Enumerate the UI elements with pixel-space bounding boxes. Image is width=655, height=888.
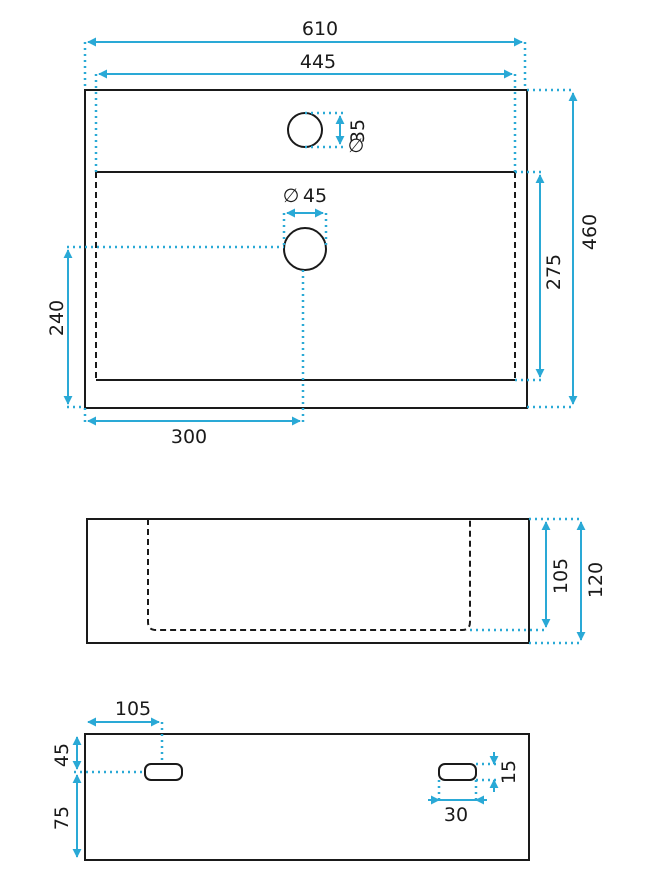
dim-overall-height: 120 xyxy=(529,521,607,645)
mounting-slot-left xyxy=(144,763,183,781)
tap-hole xyxy=(287,112,323,148)
tap-hole-diameter-label: 35 xyxy=(347,119,369,143)
front-view: 105 120 xyxy=(86,517,607,645)
overall-width-label: 610 xyxy=(302,18,338,40)
slot-from-side-label: 105 xyxy=(115,698,151,720)
dim-slot-from-side: 105 xyxy=(87,698,164,764)
tap-hole-diameter-symbol: ∅ xyxy=(348,135,365,157)
slot-width-label: 30 xyxy=(444,804,468,826)
drain-hole xyxy=(283,227,327,271)
slot-from-front-label: 75 xyxy=(51,806,73,830)
basin-profile-hidden xyxy=(147,519,471,631)
dim-slot-from-back: 45 xyxy=(51,736,145,774)
bottom-view-outline xyxy=(84,733,530,861)
overall-depth-label: 460 xyxy=(579,214,601,250)
slot-from-back-label: 45 xyxy=(51,743,73,767)
overall-height-label: 120 xyxy=(585,562,607,598)
basin-width-label: 445 xyxy=(300,51,336,73)
dim-slot-width: 30 xyxy=(428,780,487,826)
dim-overall-width: 610 xyxy=(83,18,527,90)
top-view: 610 445 ∅ 35 ∅ 45 xyxy=(46,18,601,448)
dim-drain-from-front: 240 xyxy=(46,245,284,409)
dim-tap-hole-diameter: ∅ 35 xyxy=(305,111,369,157)
dim-overall-depth: 460 xyxy=(527,88,601,409)
top-view-outline xyxy=(84,89,528,409)
dim-basin-height: 105 xyxy=(470,517,582,632)
drain-diameter-symbol: ∅ xyxy=(283,185,300,207)
dim-slot-from-front: 75 xyxy=(51,774,82,858)
drain-from-front-label: 240 xyxy=(46,300,68,336)
basin-height-label: 105 xyxy=(550,558,572,594)
drain-from-side-label: 300 xyxy=(171,426,207,448)
basin-depth-label: 275 xyxy=(543,254,565,290)
dim-drain-from-side: 300 xyxy=(83,270,305,448)
slot-height-label: 15 xyxy=(498,760,520,784)
dim-slot-height: 15 xyxy=(476,752,520,792)
bottom-view: 105 45 75 15 30 xyxy=(51,698,530,861)
dim-drain-diameter: ∅ 45 xyxy=(283,185,328,249)
dim-basin-depth: 275 xyxy=(515,170,565,382)
front-view-outline xyxy=(86,518,530,644)
dim-basin-width: 445 xyxy=(94,51,517,172)
drain-diameter-label: 45 xyxy=(303,185,327,207)
mounting-slot-right xyxy=(438,763,477,781)
